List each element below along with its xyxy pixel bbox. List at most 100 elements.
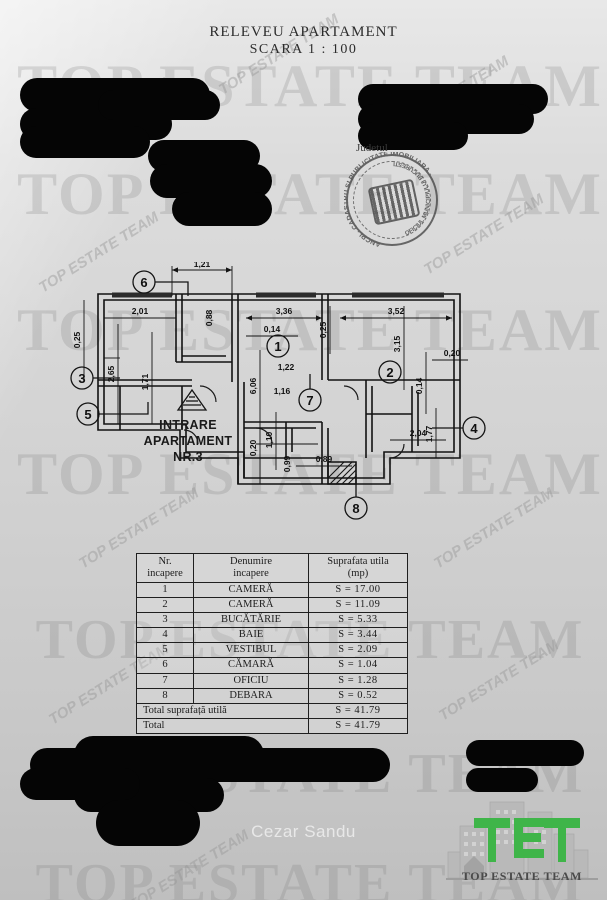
cell-nr: 2 xyxy=(136,597,194,614)
svg-text:1,77: 1,77 xyxy=(424,425,434,442)
svg-text:8: 8 xyxy=(352,501,359,516)
redaction-bar xyxy=(98,90,220,120)
svg-text:0,89: 0,89 xyxy=(316,454,333,464)
watermark-band: TOP ESTATE TEAM xyxy=(17,161,603,227)
svg-text:1,22: 1,22 xyxy=(278,362,295,372)
svg-text:4: 4 xyxy=(470,421,478,436)
header-nr-line1: Nr. xyxy=(158,556,172,567)
svg-text:3,36: 3,36 xyxy=(276,306,293,316)
cell-room-name: BUCĂTĂRIE xyxy=(193,612,309,629)
svg-text:0,14: 0,14 xyxy=(264,324,281,334)
cell-total-label: Total suprafață utilă xyxy=(136,702,309,719)
svg-text:0,25: 0,25 xyxy=(72,331,82,348)
agent-name-watermark: Cezar Sandu xyxy=(251,822,356,841)
svg-text:5: 5 xyxy=(84,407,91,422)
header-nr: Nr. incapere xyxy=(136,552,194,584)
company-logo xyxy=(444,788,600,892)
cell-area: S = 1.04 xyxy=(308,657,408,674)
cell-area: S = 5.33 xyxy=(308,612,408,629)
cell-room-name: CAMERĂ xyxy=(193,597,309,614)
svg-text:2: 2 xyxy=(386,365,393,380)
cell-area: S = 2.09 xyxy=(308,642,408,659)
stamp-outer-ring xyxy=(346,154,438,246)
cell-nr: 6 xyxy=(136,657,194,674)
svg-text:0,14: 0,14 xyxy=(414,377,424,394)
svg-text:1: 1 xyxy=(274,339,281,354)
header-name: Denumire incapere xyxy=(193,552,309,584)
svg-text:0,88: 0,88 xyxy=(204,309,214,326)
cell-area: S = 3.44 xyxy=(308,627,408,644)
cell-area: S = 17.00 xyxy=(308,582,408,599)
redaction-bar xyxy=(358,122,468,150)
floor-plan-drawing: 1 2 3 4 5 6 7 8 1,21 2,01 3,36 3,52 0,14 1,1… xyxy=(60,262,510,522)
cell-area: S = 0.52 xyxy=(308,687,408,704)
company-logo-name: TOP ESTATE TEAM xyxy=(461,869,583,883)
stamp-outer-text: ANCPI · CADASTRU SI PUBLICITATE IMOBILIA… xyxy=(344,152,433,247)
svg-text:7: 7 xyxy=(306,393,313,408)
redaction-bar xyxy=(20,126,150,158)
cell-room-name: CĂMARĂ xyxy=(193,657,309,674)
header-nr-line2: incapere xyxy=(147,568,183,580)
cell-nr: 7 xyxy=(136,672,194,689)
judetul-label: Judetul xyxy=(356,142,388,154)
svg-text:3,52: 3,52 xyxy=(388,306,405,316)
header-area-line2: (mp) xyxy=(347,568,369,580)
entrance-label-line2: APARTAMENT xyxy=(143,434,233,448)
svg-text:6,06: 6,06 xyxy=(248,377,258,394)
redaction-bar xyxy=(20,768,140,800)
svg-text:1,21: 1,21 xyxy=(194,262,211,269)
svg-text:2,65: 2,65 xyxy=(106,365,116,382)
svg-text:6: 6 xyxy=(140,275,147,290)
official-stamp: ANCPI · CADASTRU SI PUBLICITATE IMOBILIA… xyxy=(344,152,440,248)
room-schedule-table: Nr. incapere Denumire incapere Suprafata… xyxy=(136,552,408,734)
cell-room-name: CAMERĂ xyxy=(193,582,309,599)
entrance-label-line1: INTRARE xyxy=(159,418,217,432)
cell-nr: 5 xyxy=(136,642,194,659)
header-name-line1: Denumire xyxy=(230,556,272,567)
stamp-inner-ring xyxy=(353,161,431,239)
table-header-row: Nr. incapere Denumire incapere Suprafata… xyxy=(136,552,408,584)
redaction-bar xyxy=(466,768,538,792)
redaction-bar xyxy=(172,192,272,226)
svg-text:3: 3 xyxy=(78,371,85,386)
page-title: RELEVEU APARTAMENT xyxy=(209,24,398,40)
cell-area: S = 1.28 xyxy=(308,672,408,689)
svg-text:0,99: 0,99 xyxy=(282,455,292,472)
redaction-bar xyxy=(96,800,200,846)
svg-text:1,16: 1,16 xyxy=(274,386,291,396)
cell-total-area: S = 41.79 xyxy=(308,702,408,719)
cell-area: S = 11.09 xyxy=(308,597,408,614)
svg-text:3,15: 3,15 xyxy=(392,335,402,352)
page-scale: SCARA 1 : 100 xyxy=(249,42,358,57)
svg-text:2,01: 2,01 xyxy=(132,306,149,316)
svg-text:2,04: 2,04 xyxy=(410,428,427,438)
svg-text:0,20: 0,20 xyxy=(444,348,461,358)
diagonal-watermark: TOP ESTATE TEAM xyxy=(435,636,562,725)
cell-nr: 8 xyxy=(136,687,194,704)
header-name-line2: incapere xyxy=(233,568,269,580)
cell-nr: 1 xyxy=(136,582,194,599)
redaction-bar xyxy=(466,740,584,766)
cell-nr: 3 xyxy=(136,612,194,629)
svg-text:0,25: 0,25 xyxy=(318,321,328,338)
cell-total-area: S = 41.79 xyxy=(308,717,408,734)
cell-nr: 4 xyxy=(136,627,194,644)
cell-room-name: DEBARA xyxy=(193,687,309,704)
cell-room-name: BAIE xyxy=(193,627,309,644)
svg-text:1,71: 1,71 xyxy=(140,373,150,390)
svg-text:0,20: 0,20 xyxy=(248,439,258,456)
header-area-line1: Suprafata utila xyxy=(327,556,389,567)
svg-text:1,10: 1,10 xyxy=(264,431,274,448)
entrance-label-line3: NR.3 xyxy=(173,450,203,464)
